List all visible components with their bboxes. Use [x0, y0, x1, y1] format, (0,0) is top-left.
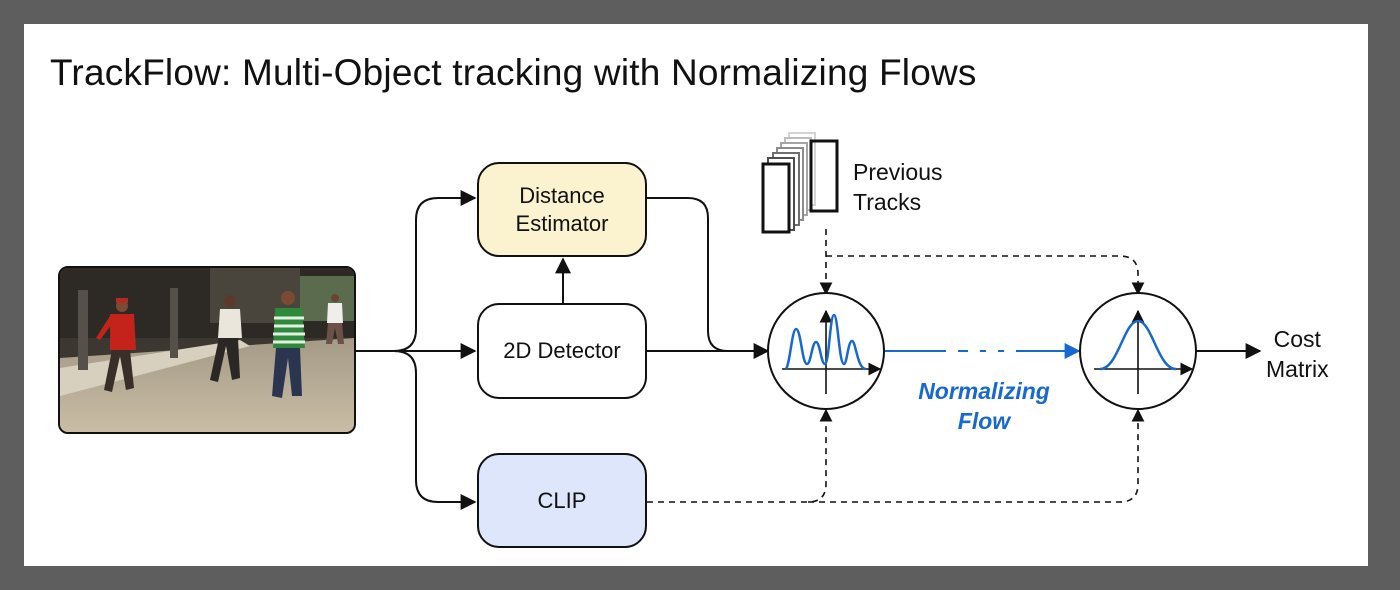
clip-node: CLIP: [477, 453, 647, 548]
arrow-image-to-clip: [393, 350, 477, 510]
normalizing-flow-label-line2: Flow: [957, 408, 1011, 434]
multimodal-density-plot-icon: [767, 292, 885, 410]
dashed-arrow-tracks-to-flow-output: [826, 255, 1145, 296]
diagram-slide: TrackFlow: Multi-Object tracking with No…: [24, 24, 1368, 566]
previous-tracks-label: Previous Tracks: [853, 157, 942, 217]
input-street-scene-image: [58, 266, 356, 434]
cost-matrix-label-line2: Matrix: [1266, 356, 1329, 382]
slide-title: TrackFlow: Multi-Object tracking with No…: [50, 52, 977, 93]
detector-node: 2D Detector: [477, 303, 647, 399]
arrow-distance-estimator-to-flow-input: [647, 197, 768, 352]
normalizing-flow-label-line1: Normalizing: [918, 378, 1050, 404]
gaussian-density-plot-icon: [1079, 292, 1197, 410]
arrow-image-to-distance-estimator: [393, 190, 477, 352]
dashed-arrow-clip-to-flow-output: [808, 408, 1145, 503]
stacked-bounding-boxes-icon: [761, 132, 839, 234]
distance-estimator-node: Distance Estimator: [477, 162, 647, 257]
previous-tracks-label-line2: Tracks: [853, 189, 922, 215]
previous-tracks-label-line1: Previous: [853, 159, 943, 185]
normalizing-flow-label: Normalizing Flow: [894, 376, 1074, 436]
connection-arrows: [356, 190, 1262, 510]
distance-estimator-label-line2: Estimator: [515, 210, 609, 236]
distance-estimator-label-line1: Distance: [519, 182, 605, 208]
cost-matrix-label-line1: Cost: [1273, 326, 1321, 352]
dashed-arrow-clip-to-flow-input: [647, 408, 833, 503]
clip-label: CLIP: [537, 487, 587, 513]
detector-label: 2D Detector: [503, 338, 621, 363]
cost-matrix-label: Cost Matrix: [1266, 324, 1329, 384]
